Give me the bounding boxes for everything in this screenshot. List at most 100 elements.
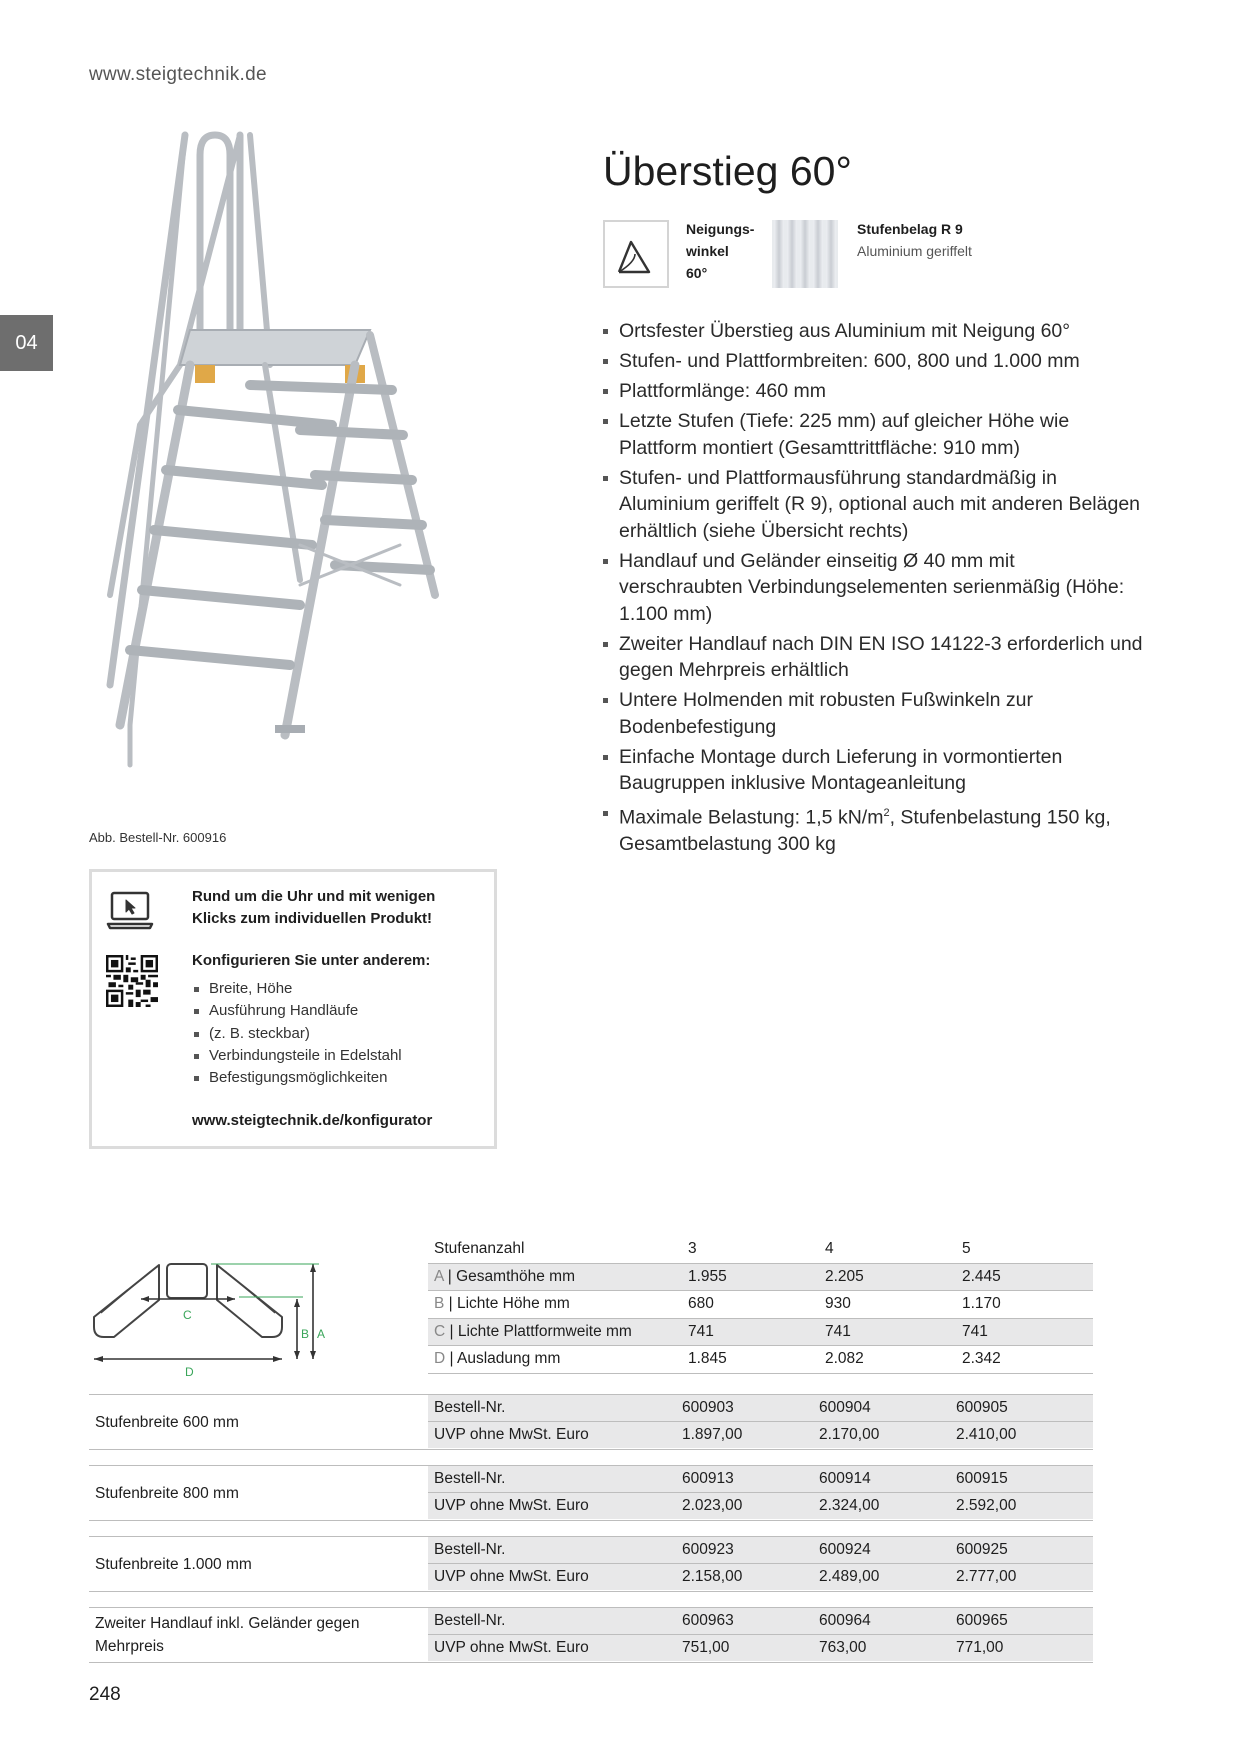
price-row: UVP ohne MwSt. Euro 1.897,00 2.170,00 2.… <box>428 1421 1093 1449</box>
order-number: 600904 <box>819 1399 871 1417</box>
table-header-label: Stufenanzahl <box>428 1236 682 1264</box>
price-group-600: Stufenbreite 600 mm Bestell-Nr. 600903 6… <box>89 1394 1093 1450</box>
row-label: B | Lichte Höhe mm <box>428 1290 682 1319</box>
configurator-box <box>89 869 497 1149</box>
order-label: Bestell-Nr. <box>434 1612 506 1630</box>
configurator-options: Breite, Höhe Ausführung Handläufe (z. B.… <box>192 978 462 1089</box>
row-label-text: | Gesamthöhe mm <box>443 1267 575 1285</box>
price-value: 2.158,00 <box>682 1568 743 1586</box>
dim-label-c: C <box>183 1308 192 1322</box>
image-caption: Abb. Bestell-Nr. 600916 <box>89 830 227 845</box>
price-group-label: Stufenbreite 1.000 mm <box>95 1555 252 1573</box>
configurator-subheadline: Konfigurieren Sie unter anderem: <box>192 952 431 969</box>
feature-item: Untere Holmenden mit robusten Fußwinkeln… <box>603 687 1143 740</box>
dim-label-d: D <box>185 1365 194 1379</box>
feature-item-load: Maximale Belastung: 1,5 kN/m2, Stufenbel… <box>603 800 1143 858</box>
feature-list: Ortsfester Überstieg aus Aluminium mit N… <box>603 318 1143 861</box>
order-number-row: Bestell-Nr. 600963 600964 600965 <box>428 1608 1093 1635</box>
feature-item: Einfache Montage durch Lieferung in vorm… <box>603 744 1143 797</box>
site-url[interactable]: www.steigtechnik.de <box>89 64 267 85</box>
feature-item: Letzte Stufen (Tiefe: 225 mm) auf gleich… <box>603 408 1143 461</box>
configurator-option: Befestigungsmöglichkeiten <box>192 1067 462 1089</box>
price-label: UVP ohne MwSt. Euro <box>434 1497 589 1515</box>
order-number: 600913 <box>682 1470 734 1488</box>
table-header-row: Stufenanzahl 3 4 5 <box>428 1236 1093 1264</box>
configurator-link[interactable]: www.steigtechnik.de/konfigurator <box>192 1112 433 1129</box>
table-cell: 680 <box>682 1290 819 1319</box>
feature-item: Ortsfester Überstieg aus Aluminium mit N… <box>603 318 1143 345</box>
table-row: B | Lichte Höhe mm 680 930 1.170 <box>428 1290 1093 1319</box>
price-label: UVP ohne MwSt. Euro <box>434 1639 589 1657</box>
incline-angle-label: Neigungs- winkel 60° <box>686 218 766 284</box>
price-value: 2.777,00 <box>956 1568 1017 1586</box>
step-surface-title: Stufenbelag R 9 <box>857 221 963 237</box>
dimension-diagram: C D B A <box>93 1263 325 1379</box>
order-number: 600905 <box>956 1399 1008 1417</box>
feature-item: Stufen- und Plattformausführung standard… <box>603 465 1143 545</box>
incline-line-1: Neigungs- <box>686 221 755 237</box>
price-value: 1.897,00 <box>682 1426 743 1444</box>
qr-code-icon[interactable] <box>106 955 158 1007</box>
price-value: 771,00 <box>956 1639 1004 1657</box>
step-surface-subtitle: Aluminium geriffelt <box>857 243 972 259</box>
price-group-second-handrail: Zweiter Handlauf inkl. Geländer gegen Me… <box>89 1607 1093 1663</box>
price-value: 763,00 <box>819 1639 867 1657</box>
row-label: D | Ausladung mm <box>428 1345 682 1374</box>
configurator-headline: Rund um die Uhr und mit wenigen Klicks z… <box>192 888 436 927</box>
load-text-2: , Stufenbelastung 150 kg, Gesamtbelastun… <box>619 806 1111 856</box>
table-row: D | Ausladung mm 1.845 2.082 2.342 <box>428 1345 1093 1374</box>
table-header-cell: 4 <box>819 1236 956 1264</box>
order-number: 600964 <box>819 1612 871 1630</box>
product-title: Überstieg 60° <box>603 148 852 194</box>
price-label: UVP ohne MwSt. Euro <box>434 1426 589 1444</box>
price-group-label: Zweiter Handlauf inkl. Geländer gegen Me… <box>95 1615 360 1655</box>
price-value: 2.023,00 <box>682 1497 743 1515</box>
order-number: 600914 <box>819 1470 871 1488</box>
configurator-option: Verbindungsteile in Edelstahl <box>192 1045 462 1067</box>
price-value: 2.324,00 <box>819 1497 880 1515</box>
incline-line-3: 60° <box>686 265 708 281</box>
price-label: UVP ohne MwSt. Euro <box>434 1568 589 1586</box>
page-number: 248 <box>89 1684 121 1705</box>
row-label: C | Lichte Plattformweite mm <box>428 1318 682 1346</box>
table-header-cell: 5 <box>956 1236 1093 1264</box>
order-number: 600925 <box>956 1541 1008 1559</box>
price-group-label: Stufenbreite 800 mm <box>95 1484 239 1502</box>
dim-label-b: B <box>301 1327 309 1341</box>
table-cell: 2.342 <box>956 1345 1093 1374</box>
dimension-table: Stufenanzahl 3 4 5 A | Gesamthöhe mm 1.9… <box>428 1236 1093 1374</box>
table-cell: 2.205 <box>819 1263 956 1291</box>
configurator-option-continued: (z. B. steckbar) <box>192 1023 462 1045</box>
order-number-row: Bestell-Nr. 600903 600904 600905 <box>428 1395 1093 1422</box>
price-row: UVP ohne MwSt. Euro 2.158,00 2.489,00 2.… <box>428 1563 1093 1591</box>
row-label-text: | Lichte Höhe mm <box>444 1295 570 1313</box>
step-surface-label: Stufenbelag R 9 Aluminium geriffelt <box>857 218 972 262</box>
row-label-text: | Lichte Plattformweite mm <box>445 1322 632 1340</box>
load-text-1: Maximale Belastung: 1,5 kN/m <box>619 806 884 829</box>
row-label-text: | Ausladung mm <box>445 1350 561 1368</box>
table-cell: 930 <box>819 1290 956 1319</box>
order-number: 600963 <box>682 1612 734 1630</box>
price-value: 2.170,00 <box>819 1426 880 1444</box>
load-sup: 2 <box>883 807 890 819</box>
price-group-1000: Stufenbreite 1.000 mm Bestell-Nr. 600923… <box>89 1536 1093 1592</box>
configurator-option: Ausführung Handläufe <box>192 1000 462 1022</box>
order-label: Bestell-Nr. <box>434 1541 506 1559</box>
order-number: 600965 <box>956 1612 1008 1630</box>
feature-item: Stufen- und Plattformbreiten: 600, 800 u… <box>603 348 1143 375</box>
table-cell: 1.845 <box>682 1345 819 1374</box>
feature-item: Zweiter Handlauf nach DIN EN ISO 14122-3… <box>603 631 1143 684</box>
feature-item: Handlauf und Geländer einseitig Ø 40 mm … <box>603 548 1143 628</box>
table-cell: 741 <box>819 1318 956 1346</box>
price-value: 2.489,00 <box>819 1568 880 1586</box>
incline-line-2: winkel <box>686 243 729 259</box>
row-letter: B <box>434 1295 445 1313</box>
order-label: Bestell-Nr. <box>434 1470 506 1488</box>
price-row: UVP ohne MwSt. Euro 2.023,00 2.324,00 2.… <box>428 1492 1093 1520</box>
row-label: A | Gesamthöhe mm <box>428 1263 682 1291</box>
chapter-tab: 04 <box>0 315 53 371</box>
table-cell: 2.082 <box>819 1345 956 1374</box>
row-letter: A <box>434 1267 444 1285</box>
step-surface-texture <box>772 220 838 288</box>
table-cell: 741 <box>682 1318 819 1346</box>
